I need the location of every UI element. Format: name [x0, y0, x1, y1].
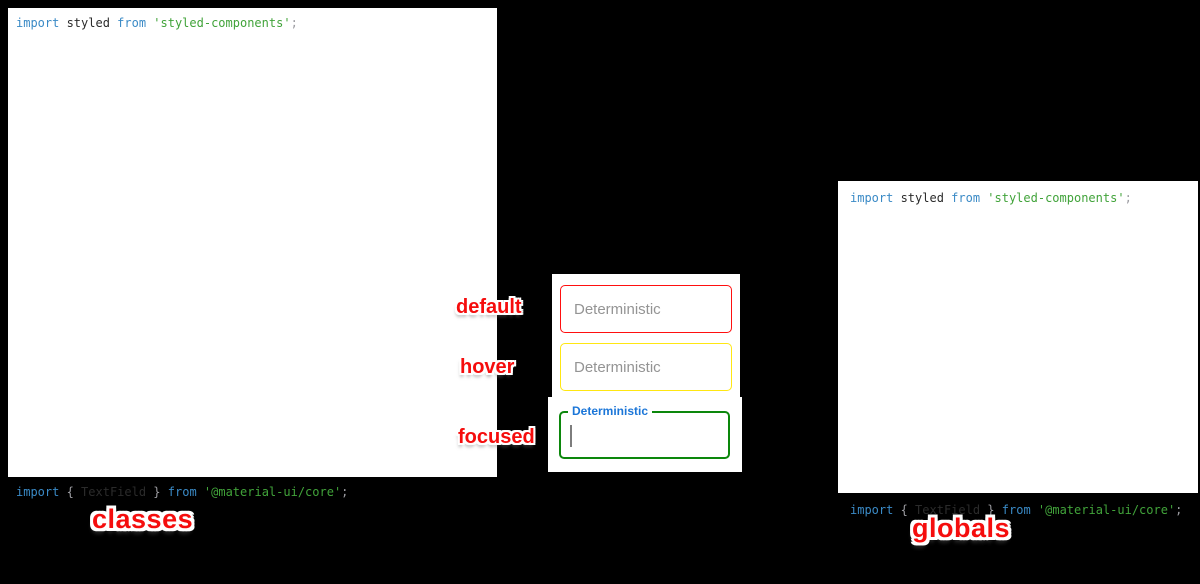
label-globals: globals — [912, 513, 1011, 543]
code-line: import styled from 'styled-components'; — [16, 16, 298, 30]
code-line: import { TextField } from '@material-ui/… — [16, 485, 349, 499]
code-line: import { TextField } from '@material-ui/… — [850, 503, 1183, 517]
textfield-hover[interactable] — [560, 343, 732, 391]
label-focused: focused — [458, 426, 535, 448]
textfield-focused[interactable]: Deterministic — [559, 404, 730, 459]
textfield-default[interactable] — [560, 285, 732, 333]
label-default: default — [456, 296, 522, 318]
label-hover: hover — [460, 356, 515, 378]
label-classes: classes — [92, 504, 194, 534]
text-caret-icon — [570, 425, 572, 447]
textfield-focused-label: Deterministic — [568, 404, 653, 418]
classes-code-panel: import styled from 'styled-components'; i… — [8, 8, 497, 499]
code-line: import styled from 'styled-components'; — [850, 191, 1132, 205]
globals-code-panel: import styled from 'styled-components'; i… — [838, 181, 1198, 517]
